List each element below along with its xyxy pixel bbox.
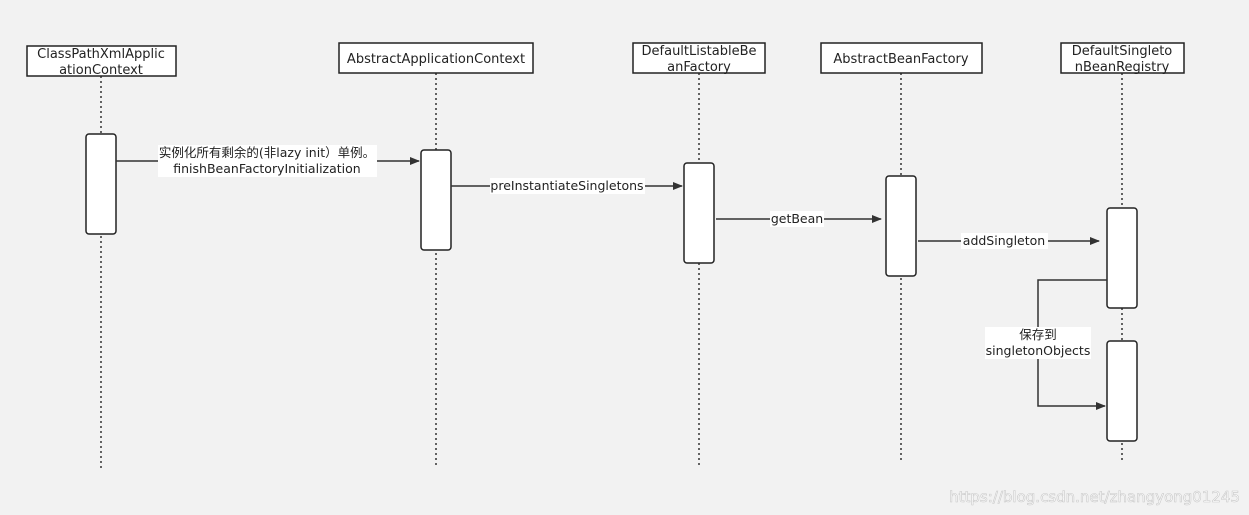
activation-aac	[420, 149, 452, 251]
message-label-m4: addSingleton	[963, 233, 1045, 248]
watermark: https://blog.csdn.net/zhangyong01245	[949, 488, 1240, 506]
activation-cpx	[85, 133, 117, 235]
participant-box-dlbf	[632, 42, 766, 74]
participant-label-cpx-1: ClassPathXmlApplic	[37, 47, 165, 62]
message-label-bg-m4	[961, 233, 1048, 249]
participant-box-aac	[338, 42, 534, 74]
activation-dsbr-1	[1106, 207, 1138, 309]
activation-dlbf	[683, 162, 715, 264]
message-label-m5-1: 保存到	[1019, 327, 1057, 342]
message-label-m1-1: 实例化所有剩余的(非lazy init）单例。	[159, 145, 375, 160]
message-label-m5-2: singletonObjects	[986, 343, 1091, 358]
message-label-bg-m2	[490, 178, 645, 194]
participant-box-dsbr	[1060, 42, 1185, 74]
activation-dsbr-2	[1106, 340, 1138, 442]
participant-box-abf	[820, 42, 983, 74]
message-label-bg-m5	[985, 327, 1091, 359]
participant-box-cpx	[26, 45, 177, 77]
message-label-m2: preInstantiateSingletons	[490, 178, 643, 193]
message-label-bg-m3	[770, 211, 824, 227]
participant-label-dsbr-2: nBeanRegistry	[1075, 60, 1170, 75]
participant-label-aac: AbstractApplicationContext	[347, 52, 525, 67]
participant-label-abf: AbstractBeanFactory	[833, 52, 968, 67]
participant-label-cpx-2: ationContext	[59, 63, 143, 78]
participant-label-dsbr-1: DefaultSingleto	[1072, 44, 1173, 59]
participant-label-dlbf-1: DefaultListableBe	[642, 44, 757, 59]
message-label-m3: getBean	[771, 211, 823, 226]
participant-label-dlbf-2: anFactory	[667, 60, 731, 75]
message-label-m1-2: finishBeanFactoryInitialization	[173, 161, 360, 176]
activation-abf	[885, 175, 917, 277]
message-label-bg-m1	[158, 145, 377, 177]
